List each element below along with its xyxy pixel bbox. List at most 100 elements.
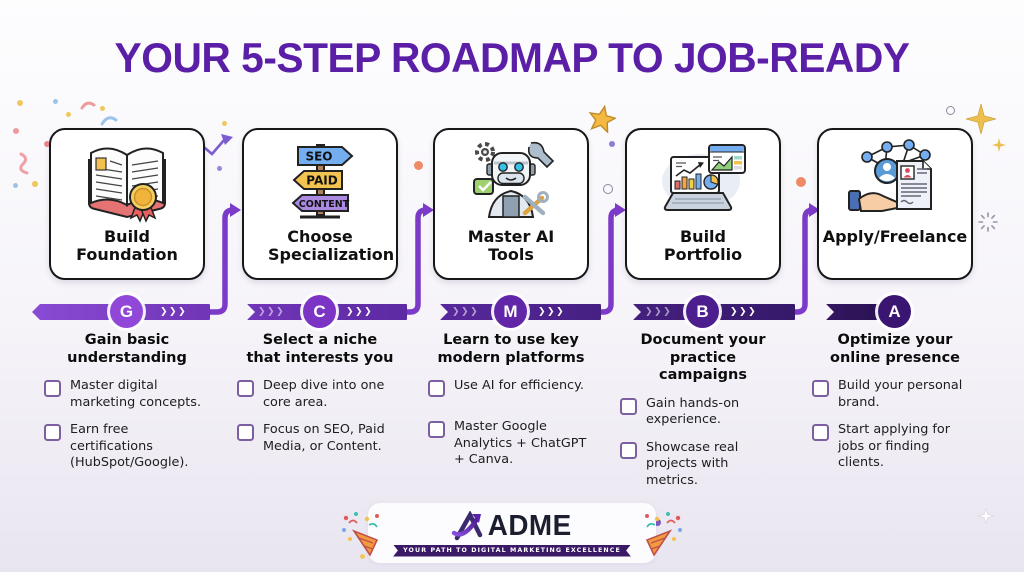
checklist-item: Build your personal brand. xyxy=(812,378,978,411)
timeline-band-segment xyxy=(826,304,886,320)
band-chevrons: ❯❯❯ xyxy=(452,306,480,317)
checklist-item-text: Master digital marketing concepts. xyxy=(70,378,202,410)
robot-icon xyxy=(473,141,555,218)
step-column-3: Learn to use key modern platforms Use AI… xyxy=(418,332,604,480)
book-medal-icon xyxy=(88,147,166,223)
svg-text:PAID: PAID xyxy=(306,174,337,188)
confetti-dot xyxy=(414,161,423,170)
step-badge-c: C xyxy=(303,295,336,328)
checkbox-icon xyxy=(812,424,829,442)
step-heading: Learn to use key modern platforms xyxy=(437,332,585,366)
confetti-dot xyxy=(32,181,38,187)
ribbon-squiggle xyxy=(100,116,118,126)
checklist-item-text: Focus on SEO, Paid Media, or Content. xyxy=(263,422,385,454)
band-chevrons: ❯❯❯ xyxy=(160,306,188,317)
card-title: Choose Specialization xyxy=(268,227,395,265)
confetti-ring xyxy=(603,184,613,194)
confetti-dot xyxy=(222,121,227,126)
checklist-item: Deep dive into one core area. xyxy=(237,378,403,411)
step-badge-a: A xyxy=(878,295,911,328)
band-chevrons: ❯❯❯ xyxy=(538,306,566,317)
checklist-item-text: Gain hands-on experience. xyxy=(646,396,740,428)
checklist-item-text: Deep dive into one core area. xyxy=(263,378,385,410)
step-card-build-portfolio: Build Portfolio xyxy=(625,128,781,280)
band-chevrons: ❯❯❯ xyxy=(346,306,374,317)
card-title: Build Portfolio xyxy=(663,227,743,265)
step-badge-m: M xyxy=(494,295,527,328)
step-card-master-ai-tools: Master AI Tools xyxy=(433,128,589,280)
sparkle-icon xyxy=(978,508,994,524)
brand-block: ADME YOUR PATH TO DIGITAL MARKETING EXCE… xyxy=(393,510,631,557)
step-badge-b: B xyxy=(686,295,719,328)
sparkle-icon xyxy=(966,104,996,134)
checklist-item-text: Showcase real projects with metrics. xyxy=(646,439,739,488)
signpost-icon: SEO PAID CONTENT xyxy=(291,144,354,219)
checklist-item-text: Start applying for jobs or finding clien… xyxy=(838,422,950,470)
step-heading: Optimize your online presence xyxy=(829,332,960,366)
sparkle-icon xyxy=(992,138,1006,152)
checkbox-icon xyxy=(44,424,61,442)
confetti-dot xyxy=(17,100,23,106)
confetti-dot xyxy=(13,128,19,134)
brand-tagline: YOUR PATH TO DIGITAL MARKETING EXCELLENC… xyxy=(393,544,631,557)
confetti-dot xyxy=(13,183,18,188)
confetti-ring xyxy=(946,106,955,115)
step-card-build-foundation: Build Foundation xyxy=(49,128,205,280)
card-title: Master AI Tools xyxy=(467,227,555,265)
ribbon-squiggle xyxy=(80,101,96,110)
checkbox-icon xyxy=(44,380,61,398)
checklist-item-text: Use AI for efficiency. xyxy=(454,378,584,394)
checkbox-icon xyxy=(620,398,637,416)
confetti-dot xyxy=(360,554,365,559)
checklist-item: Use AI for efficiency. xyxy=(428,378,594,398)
step-column-2: Select a niche that interests you Deep d… xyxy=(227,332,413,466)
checklist-item: Master digital marketing concepts. xyxy=(44,378,210,411)
step-column-1: Gain basic understanding Master digital … xyxy=(34,332,220,482)
checklist-item: Showcase real projects with metrics. xyxy=(620,440,786,489)
checklist-item-text: Master Google Analytics + ChatGPT + Canv… xyxy=(454,419,587,468)
party-popper-icon xyxy=(644,512,682,557)
band-chevrons: ❯❯❯ xyxy=(730,306,758,317)
brand-monogram-icon xyxy=(452,511,483,541)
step-card-apply-freelance: Apply/Freelance xyxy=(817,128,973,280)
band-chevrons: ❯❯❯ xyxy=(258,306,286,317)
ribbon-squiggle xyxy=(19,152,29,175)
confetti-dot xyxy=(654,519,661,526)
network-resume-icon xyxy=(848,139,932,212)
confetti-dot xyxy=(44,141,50,147)
checklist-item: Earn free certifications (HubSpot/Google… xyxy=(44,422,210,471)
star-icon xyxy=(588,105,616,133)
confetti-dot xyxy=(217,166,222,171)
step-card-choose-specialization: SEO PAID CONTENT Choose Specialization xyxy=(242,128,398,280)
checkbox-icon xyxy=(237,380,254,398)
card-title: Build Foundation xyxy=(76,227,178,265)
confetti-dot xyxy=(100,106,105,111)
page-title: YOUR 5-STEP ROADMAP TO JOB-READY xyxy=(114,34,910,81)
checklist-item: Start applying for jobs or finding clien… xyxy=(812,422,978,471)
brand-name: ADME xyxy=(488,509,572,542)
checklist-item-text: Earn free certifications (HubSpot/Google… xyxy=(70,422,189,470)
confetti-dot xyxy=(66,112,71,117)
checkbox-icon xyxy=(812,380,829,398)
checkbox-icon xyxy=(620,441,637,459)
checklist-item: Gain hands-on experience. xyxy=(620,396,786,429)
svg-text:SEO: SEO xyxy=(305,150,332,164)
party-popper-icon xyxy=(342,512,380,557)
step-column-5: Optimize your online presence Build your… xyxy=(802,332,988,482)
svg-text:CONTENT: CONTENT xyxy=(299,199,350,210)
step-heading: Document your practice campaigns xyxy=(640,332,766,384)
laptop-analytics-icon xyxy=(662,144,746,211)
brand-footer: ADME YOUR PATH TO DIGITAL MARKETING EXCE… xyxy=(342,503,682,563)
burst-icon xyxy=(978,212,998,232)
step-heading: Select a niche that interests you xyxy=(246,332,394,366)
card-title: Apply/Freelance xyxy=(822,227,968,246)
step-badge-g: G xyxy=(110,295,143,328)
checklist-item: Focus on SEO, Paid Media, or Content. xyxy=(237,422,403,455)
checklist-item: Master Google Analytics + ChatGPT + Canv… xyxy=(428,419,594,468)
checkbox-icon xyxy=(237,424,254,442)
step-column-4: Document your practice campaigns Gain ha… xyxy=(610,332,796,500)
band-chevrons: ❯❯❯ xyxy=(645,306,673,317)
checkbox-icon xyxy=(428,380,445,398)
